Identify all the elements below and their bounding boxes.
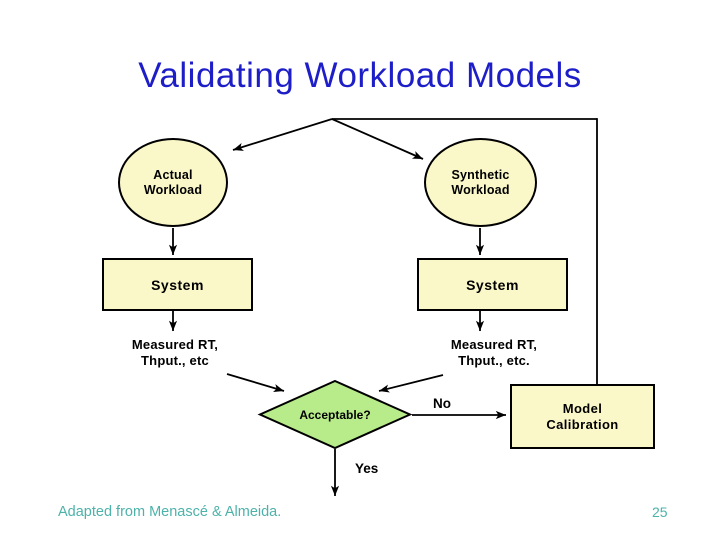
node-system-left: System [102,258,253,311]
node-system-left-label: System [151,276,204,293]
node-system-right-label: System [466,276,519,293]
node-model-calibration-line1: Model [562,400,603,416]
label-measured-right: Measured RT, Thput., etc. [434,337,554,368]
label-measured-right-line1: Measured RT, [450,337,538,352]
page-number: 25 [652,504,668,520]
node-actual-workload-line1: Actual [153,167,193,182]
node-system-right: System [417,258,568,311]
node-synthetic-workload: Synthetic Workload [424,138,537,227]
node-actual-workload-line2: Workload [143,182,203,197]
edge-junction-to-actual [232,118,333,151]
slide-title: Validating Workload Models [138,56,582,95]
edge-measured-right-to-decision [378,374,444,393]
footer-credit: Adapted from Menascé & Almeida. [58,504,282,520]
label-no: No [433,396,451,411]
edge-measured-left-to-decision [226,373,285,392]
node-model-calibration-line2: Calibration [546,416,619,432]
label-yes: Yes [355,461,379,476]
node-actual-workload: Actual Workload [118,138,228,227]
node-model-calibration: Model Calibration [510,384,655,449]
label-measured-left-line1: Measured RT, [131,337,219,352]
label-measured-right-line2: Thput., etc. [458,352,530,368]
label-measured-left-line2: Thput., etc [141,352,209,368]
node-synthetic-workload-line2: Workload [451,182,510,197]
edge-junction-to-synthetic [331,118,424,160]
decision-diamond-shape [257,379,413,450]
label-measured-left: Measured RT, Thput., etc [115,337,235,368]
node-synthetic-workload-line1: Synthetic [451,167,510,182]
decision-label: Acceptable? [299,408,371,422]
